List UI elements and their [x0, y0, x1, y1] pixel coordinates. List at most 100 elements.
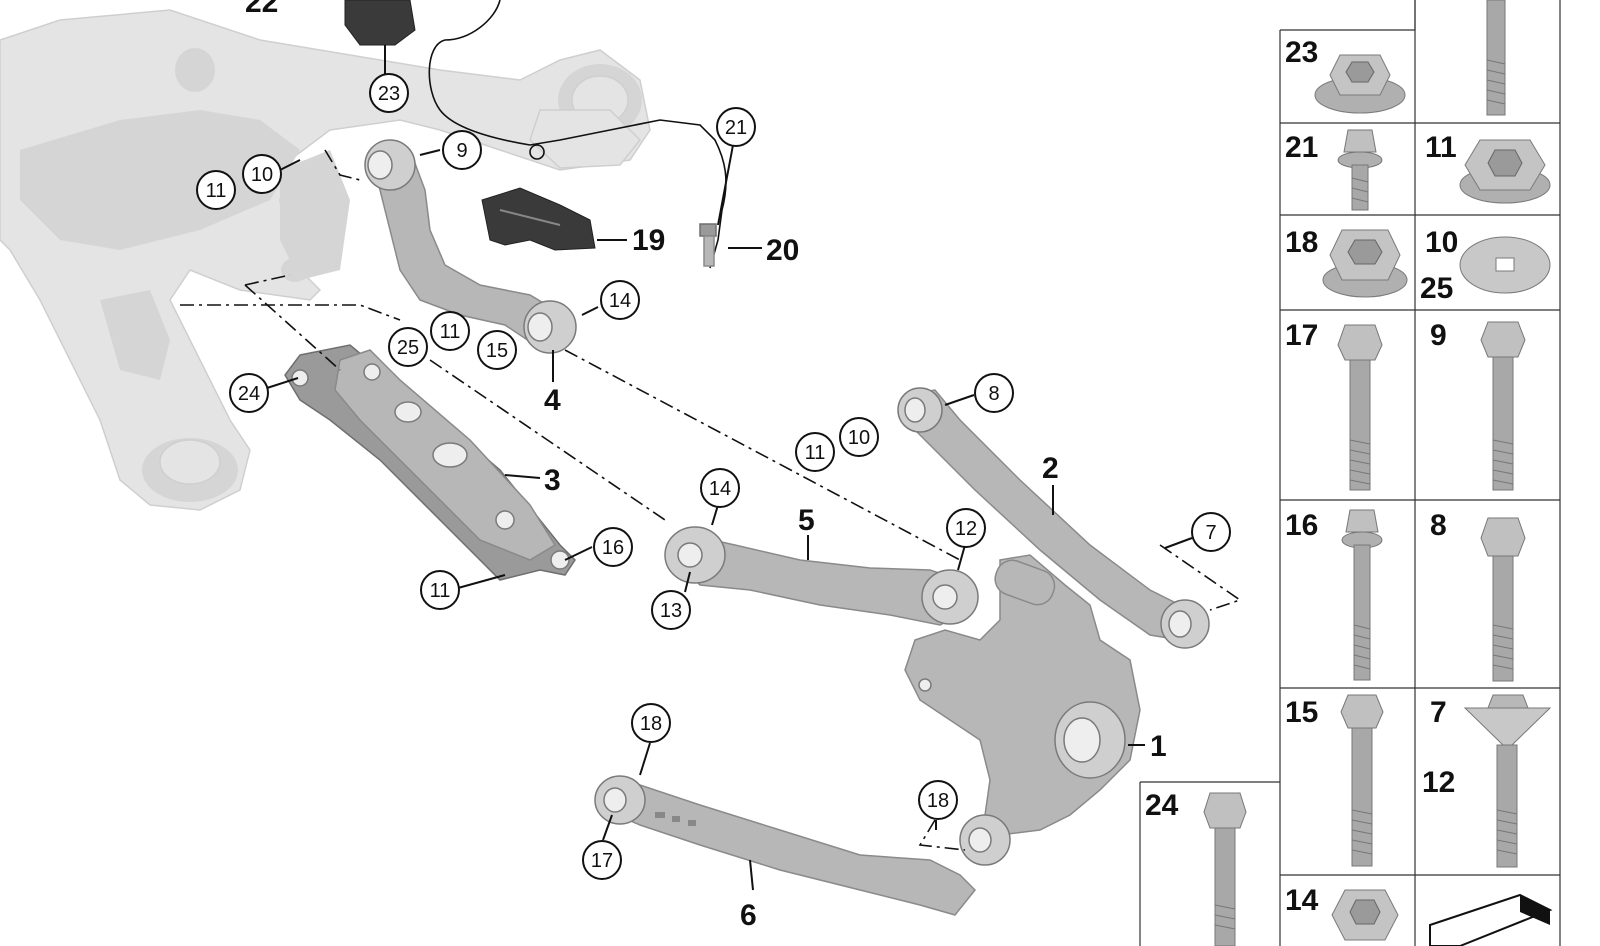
legend-cell-10-25: 10 25 — [1420, 226, 1551, 305]
svg-text:19: 19 — [632, 224, 665, 257]
svg-text:14: 14 — [609, 290, 631, 312]
svg-text:17: 17 — [591, 850, 613, 872]
legend-cell-8: 8 — [1430, 509, 1526, 682]
callout-14: 14 — [600, 280, 640, 320]
svg-text:8: 8 — [988, 383, 999, 405]
svg-text:10: 10 — [848, 427, 870, 449]
callout-22: 22 — [245, 0, 278, 19]
legend-cell-11: 11 — [1425, 131, 1551, 204]
svg-text:15: 15 — [486, 340, 508, 362]
svg-text:25: 25 — [1420, 272, 1453, 305]
callout-5: 5 — [798, 504, 815, 537]
svg-text:11: 11 — [430, 580, 451, 602]
control-arm-2-drawing — [897, 387, 1210, 649]
svg-text:9: 9 — [456, 140, 467, 162]
wheel-carrier-1-drawing — [904, 554, 1141, 866]
svg-text:25: 25 — [397, 337, 419, 359]
callout-14: 14 — [700, 468, 740, 508]
callouts: 22 23 9 21 11 10 19 20 14 — [196, 0, 1231, 932]
svg-text:8: 8 — [1430, 509, 1447, 542]
svg-text:1: 1 — [1150, 730, 1167, 763]
svg-text:16: 16 — [1285, 509, 1318, 542]
assembly-dashed-lines — [180, 149, 1242, 851]
svg-text:7: 7 — [1430, 696, 1447, 729]
svg-text:12: 12 — [1422, 766, 1455, 799]
hex-flange-nut-icon — [1322, 229, 1408, 298]
callout-11: 11 — [430, 311, 470, 351]
legend-cell-18: 18 — [1285, 226, 1408, 298]
leader-lines — [266, 45, 1193, 891]
svg-text:14: 14 — [709, 478, 731, 500]
legend-cell-9: 9 — [1430, 319, 1526, 491]
callout-13: 13 — [651, 590, 691, 630]
callout-4: 4 — [544, 384, 561, 417]
svg-text:24: 24 — [238, 383, 260, 405]
svg-text:10: 10 — [251, 164, 273, 186]
callout-11: 11 — [196, 170, 236, 210]
parts-legend-grid: 23 21 11 — [1139, 0, 1561, 946]
svg-text:7: 7 — [1205, 522, 1216, 544]
svg-text:17: 17 — [1285, 319, 1318, 352]
callout-12: 12 — [946, 508, 986, 548]
svg-text:18: 18 — [927, 790, 949, 812]
callout-2: 2 — [1042, 452, 1059, 485]
svg-text:14: 14 — [1285, 884, 1319, 917]
callout-9: 9 — [442, 130, 482, 170]
hex-flange-nut-icon — [1314, 54, 1406, 114]
callout-25: 25 — [388, 327, 428, 367]
long-hex-bolt-icon — [1337, 324, 1383, 491]
legend-cell-16: 16 — [1285, 509, 1383, 681]
legend-cell-7-12: 7 12 — [1422, 694, 1552, 868]
long-hex-bolt-icon — [1203, 792, 1247, 946]
hex-flange-nut-icon — [1331, 889, 1399, 941]
callout-1: 1 — [1150, 730, 1167, 763]
svg-text:23: 23 — [1285, 36, 1318, 69]
callout-21: 21 — [716, 107, 756, 147]
svg-text:24: 24 — [1145, 789, 1179, 822]
callout-10: 10 — [242, 154, 282, 194]
legend-cell-23: 23 — [1285, 36, 1406, 114]
svg-text:20: 20 — [766, 234, 799, 267]
svg-text:11: 11 — [206, 180, 227, 202]
callout-11: 11 — [795, 432, 835, 472]
hex-flange-nut-icon — [1459, 139, 1551, 204]
svg-text:15: 15 — [1285, 696, 1318, 729]
repair-kit-icon — [1429, 893, 1553, 946]
svg-text:18: 18 — [1285, 226, 1318, 259]
callout-16: 16 — [593, 527, 633, 567]
long-hex-bolt-icon — [1480, 517, 1526, 682]
callout-19: 19 — [632, 224, 665, 257]
callout-24: 24 — [229, 373, 269, 413]
svg-text:18: 18 — [640, 713, 662, 735]
short-flange-bolt-icon — [1337, 129, 1383, 211]
control-arm-6-drawing — [594, 775, 977, 916]
abs-sensor-drawing — [344, 0, 727, 269]
svg-text:11: 11 — [805, 442, 826, 464]
bracket-19-drawing — [481, 187, 596, 251]
legend-cell-21: 21 — [1285, 129, 1383, 211]
long-torx-bolt-icon — [1341, 509, 1383, 681]
svg-text:5: 5 — [798, 504, 815, 537]
svg-text:2: 2 — [1042, 452, 1059, 485]
callout-6: 6 — [740, 899, 757, 932]
svg-text:23: 23 — [378, 83, 400, 105]
legend-cell-14: 14 — [1285, 884, 1399, 941]
svg-text:21: 21 — [1285, 131, 1318, 164]
svg-text:21: 21 — [725, 117, 747, 139]
callout-10: 10 — [839, 417, 879, 457]
callout-11: 11 — [420, 570, 460, 610]
svg-text:11: 11 — [440, 321, 461, 343]
svg-text:13: 13 — [660, 600, 682, 622]
svg-text:6: 6 — [740, 899, 757, 932]
long-hex-bolt-icon — [1480, 321, 1526, 491]
bolt-stub-icon — [1486, 0, 1506, 116]
callout-23: 23 — [369, 73, 409, 113]
eccentric-bolt-icon — [1463, 694, 1552, 868]
callout-15: 15 — [477, 330, 517, 370]
callout-3: 3 — [544, 464, 561, 497]
control-arm-4-drawing — [364, 139, 577, 354]
callout-7: 7 — [1191, 512, 1231, 552]
svg-text:3: 3 — [544, 464, 561, 497]
svg-text:16: 16 — [602, 537, 624, 559]
